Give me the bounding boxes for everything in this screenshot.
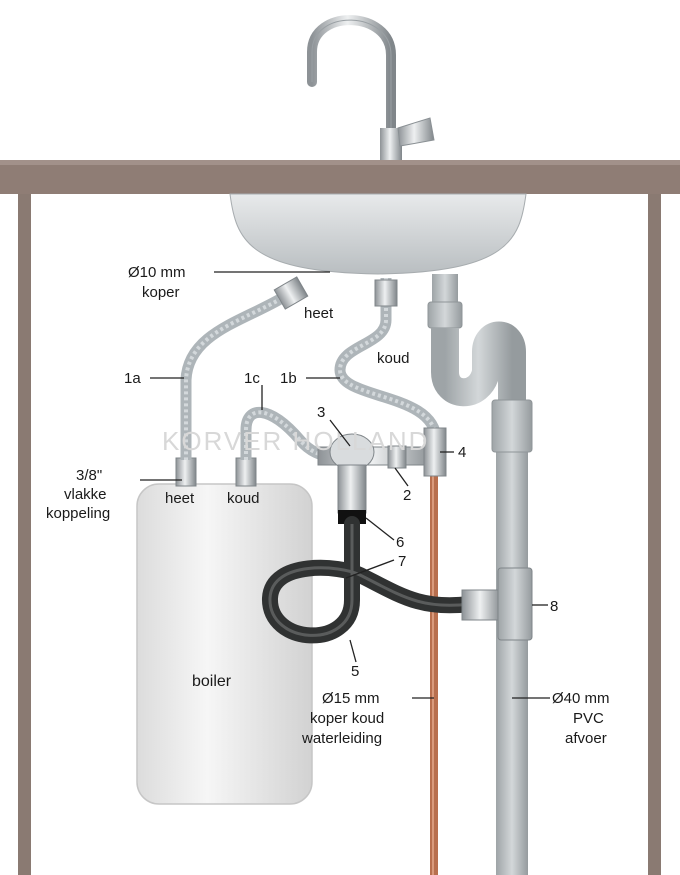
label-7: 7 [398, 553, 406, 570]
label-2: 2 [403, 487, 411, 504]
drain-siphon [427, 274, 533, 453]
label-1b: 1b [280, 370, 297, 387]
watermark: KORVER HOLLAND [162, 426, 429, 456]
drain-t-connector [461, 567, 533, 641]
cabinet-leg-right [648, 194, 661, 875]
label-flat-1: vlakke [64, 486, 107, 503]
label-cold-3: waterleiding [301, 730, 382, 747]
label-cold-15mm: Ø15 mm [322, 690, 380, 707]
label-3: 3 [317, 404, 325, 421]
label-boiler-heet: heet [165, 490, 195, 507]
label-drain-40mm: Ø40 mm [552, 690, 610, 707]
countertop [0, 160, 680, 194]
boiler-tank [136, 483, 313, 805]
label-1c: 1c [244, 370, 260, 387]
label-8: 8 [550, 598, 558, 615]
label-drain-2: PVC [573, 710, 604, 727]
boiler-cold-connector [235, 457, 257, 487]
label-flat-2: koppeling [46, 505, 110, 522]
label-boiler-koud: koud [227, 490, 260, 507]
label-4: 4 [458, 444, 466, 461]
cabinet-leg-left [18, 194, 31, 875]
label-flat-size: 3/8" [76, 467, 102, 484]
label-cold-2: koper koud [310, 710, 384, 727]
boiler-hot-connector [175, 457, 197, 487]
inlet-valve-group [317, 427, 447, 514]
label-5: 5 [351, 663, 359, 680]
sink-basin [229, 193, 527, 275]
label-heet-top: heet [304, 305, 334, 322]
pvc-drain-pipe [496, 410, 528, 875]
label-copper-word: koper [142, 284, 180, 301]
label-6: 6 [396, 534, 404, 551]
label-koud-top: koud [377, 350, 410, 367]
label-1a: 1a [124, 370, 141, 387]
faucet [307, 15, 435, 165]
label-copper-10mm: Ø10 mm [128, 264, 186, 281]
label-drain-3: afvoer [565, 730, 607, 747]
label-boiler: boiler [192, 673, 232, 690]
